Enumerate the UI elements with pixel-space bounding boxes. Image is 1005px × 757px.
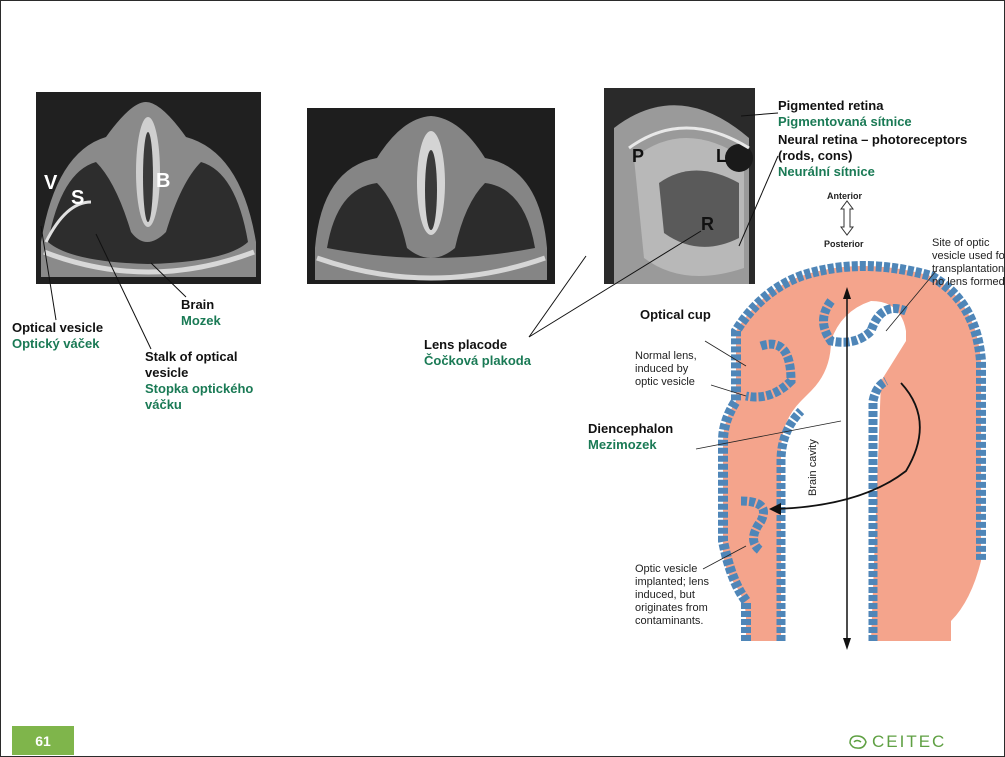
label-diencephalon-en: Diencephalon	[588, 421, 673, 436]
label-site-4: no lens formed	[932, 276, 1005, 289]
label-implant-1: Optic vesicle	[635, 563, 709, 576]
label-brain: Brain Mozek	[181, 297, 221, 329]
label-diencephalon: Diencephalon Mezimozek	[588, 421, 673, 453]
label-site-3: transplantation	[932, 263, 1005, 276]
label-optical-cup: Optical cup	[640, 307, 711, 323]
label-brain-en: Brain	[181, 297, 214, 312]
ceitec-logo: CEITEC	[847, 732, 946, 752]
label-pigmented-retina: Pigmented retina Pigmentovaná sítnice	[778, 98, 912, 130]
label-implant-5: contaminants.	[635, 615, 709, 628]
label-stalk-en-1: Stalk of optical	[145, 349, 253, 365]
label-stalk-en-2: vesicle	[145, 365, 253, 381]
pointer-brain	[151, 263, 186, 297]
ceitec-logo-text: CEITEC	[872, 732, 946, 752]
pointer-pigmented	[741, 113, 778, 116]
label-neural-retina: Neural retina – photoreceptors (rods, co…	[778, 132, 967, 180]
label-brain-cz: Mozek	[181, 313, 221, 329]
label-pigmented-cz: Pigmentovaná sítnice	[778, 114, 912, 130]
label-posterior: Posterior	[824, 239, 864, 249]
label-site-1: Site of optic	[932, 237, 1005, 250]
label-optic-vesicle-implanted: Optic vesicle implanted; lens induced, b…	[635, 563, 709, 628]
label-implant-3: induced, but	[635, 589, 709, 602]
label-anterior: Anterior	[827, 191, 862, 201]
pointer-stalk	[96, 234, 151, 349]
label-normal-lens: Normal lens, induced by optic vesicle	[635, 350, 697, 389]
label-pigmented-en: Pigmented retina	[778, 98, 883, 113]
label-optical-vesicle-en: Optical vesicle	[12, 320, 103, 335]
label-lens-placode: Lens placode Čočková plakoda	[424, 337, 531, 369]
label-optical-vesicle-cz: Optický váček	[12, 336, 103, 352]
label-neural-en-1: Neural retina – photoreceptors	[778, 132, 967, 148]
label-stalk-cz-1: Stopka optického	[145, 381, 253, 397]
label-brain-cavity: Brain cavity	[807, 439, 820, 496]
label-optical-vesicle: Optical vesicle Optický váček	[12, 320, 103, 352]
label-stalk-cz-2: váčku	[145, 397, 253, 413]
anterior-posterior-arrow	[841, 201, 853, 235]
label-normal-3: optic vesicle	[635, 376, 697, 389]
pointer-neural	[739, 156, 778, 246]
pointer-optical-vesicle	[41, 226, 56, 320]
label-implant-2: implanted; lens	[635, 576, 709, 589]
label-stalk: Stalk of optical vesicle Stopka optickéh…	[145, 349, 253, 413]
label-site-optic-vesicle: Site of optic vesicle used fo transplant…	[932, 237, 1005, 289]
ceitec-logo-icon	[847, 733, 869, 751]
label-lens-placode-cz: Čočková plakoda	[424, 353, 531, 369]
label-lens-placode-en: Lens placode	[424, 337, 507, 352]
page-number-box: 61	[12, 726, 74, 755]
pointer-lens-placode-1	[529, 256, 586, 337]
page-number: 61	[35, 733, 51, 749]
label-diencephalon-cz: Mezimozek	[588, 437, 673, 453]
label-neural-en-2: (rods, cons)	[778, 148, 967, 164]
label-site-2: vesicle used fo	[932, 250, 1005, 263]
label-neural-cz: Neurální sítnice	[778, 164, 967, 180]
label-normal-1: Normal lens,	[635, 350, 697, 363]
label-optical-cup-en: Optical cup	[640, 307, 711, 322]
label-implant-4: originates from	[635, 602, 709, 615]
label-normal-2: induced by	[635, 363, 697, 376]
